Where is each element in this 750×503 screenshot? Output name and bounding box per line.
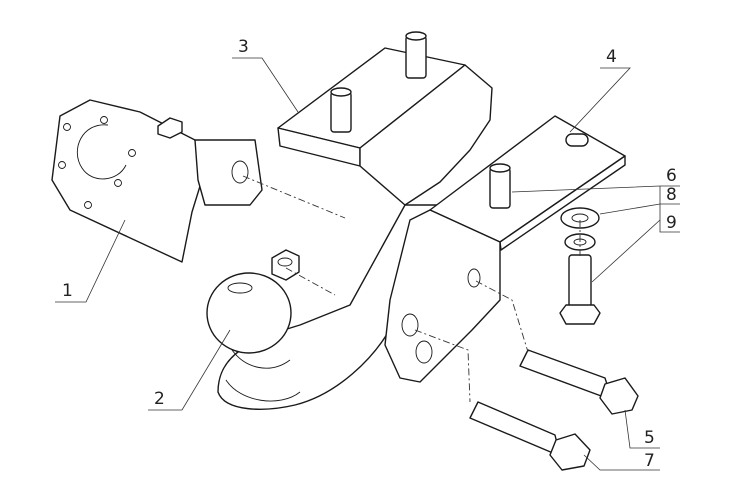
hex-nut xyxy=(271,249,300,281)
callout-4: 4 xyxy=(606,47,617,67)
callout-5: 5 xyxy=(644,428,655,448)
leader-lines xyxy=(55,57,680,471)
right-bracket-part-4 xyxy=(384,115,626,383)
callout-6: 6 xyxy=(666,166,677,186)
callout-8: 8 xyxy=(666,185,677,205)
callout-9: 9 xyxy=(666,213,677,233)
bolt-part-5 xyxy=(519,349,639,415)
short-bolt xyxy=(559,254,601,325)
callout-2: 2 xyxy=(154,389,165,409)
assembly-axis-lines xyxy=(242,175,581,403)
left-bracket-part-3 xyxy=(277,31,493,206)
socket-bracket-part-1 xyxy=(51,99,263,263)
bolt-part-7 xyxy=(469,401,591,471)
callout-7: 7 xyxy=(644,451,655,471)
callout-3: 3 xyxy=(238,37,249,57)
callout-1: 1 xyxy=(62,281,73,301)
washer-part-8 xyxy=(560,207,600,229)
